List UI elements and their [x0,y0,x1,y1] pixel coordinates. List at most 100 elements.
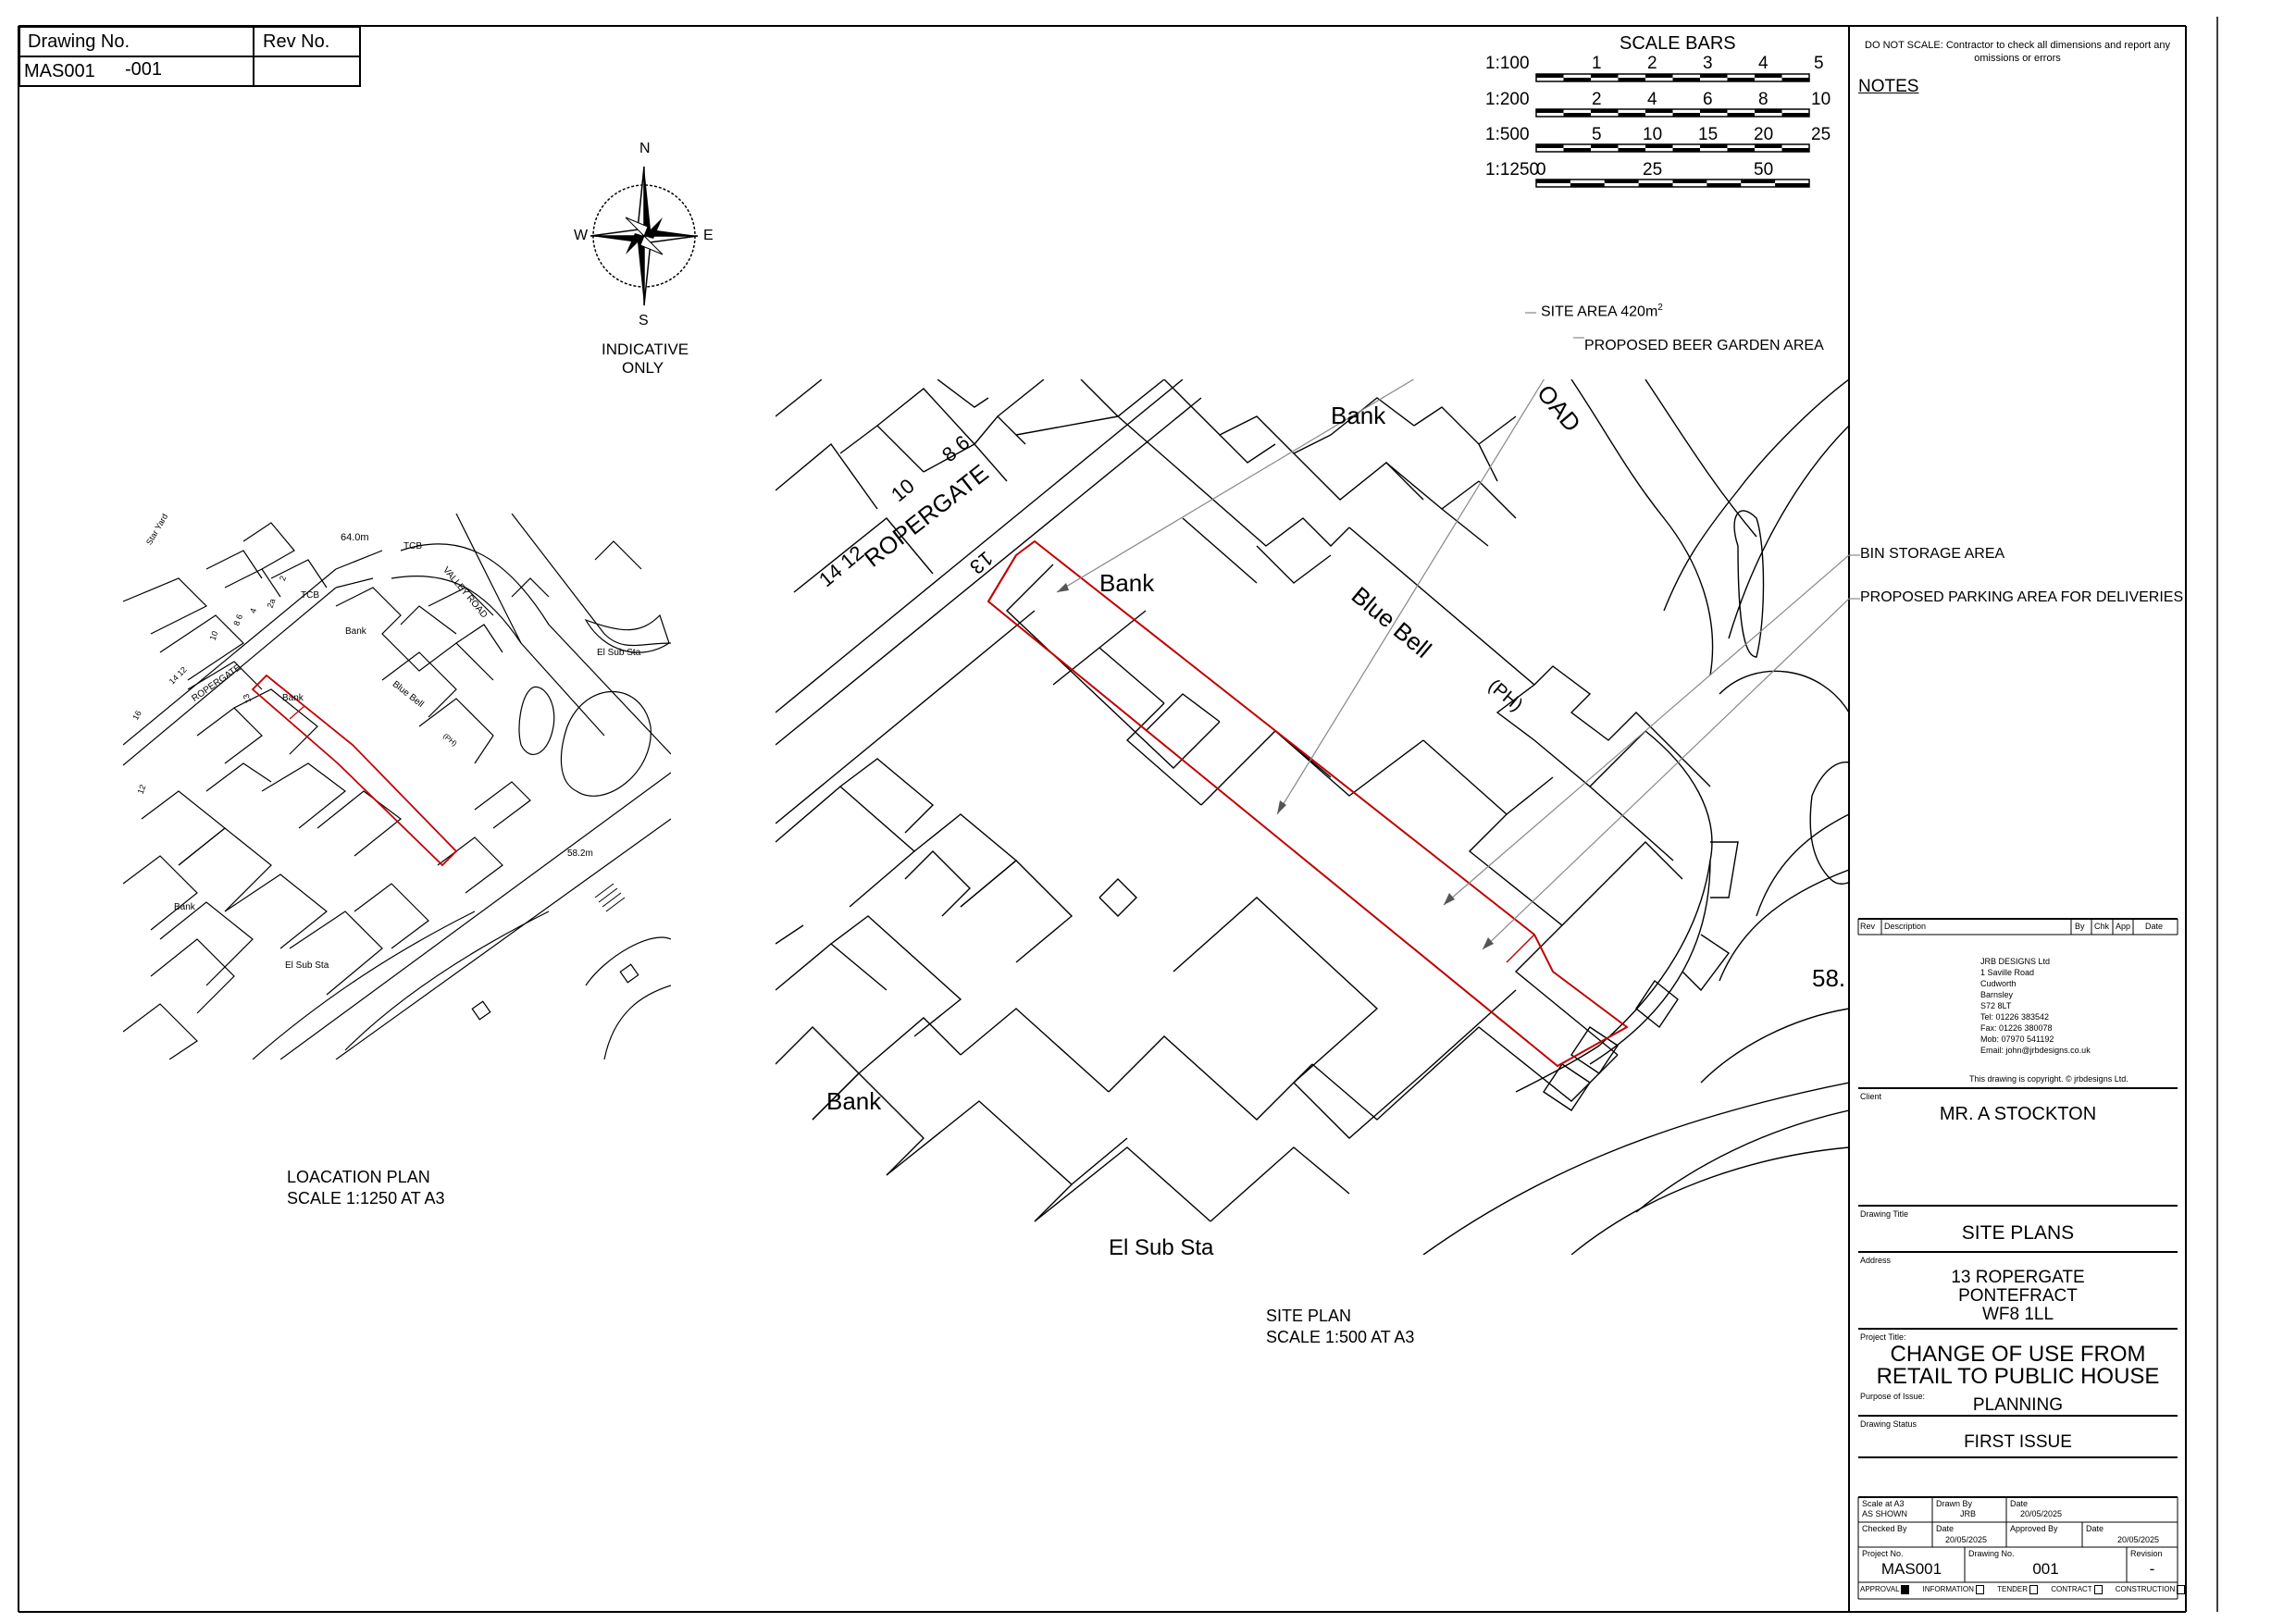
drawing-title-label: Drawing Title [1860,1209,1909,1219]
address-line2: PONTEFRACT [1958,1286,2078,1306]
checkbox-tender-icon[interactable] [2029,1585,2039,1594]
scale-bar-segment [1755,109,1782,113]
tick-2-5: 10 [1811,90,1831,109]
scale-bar-segment [1741,180,1776,183]
issue-tender-label: TENDER [1997,1585,2029,1594]
scale-row-1: 1:100 [1485,54,1530,73]
drawn-by-value: JRB [1960,1509,1977,1518]
tick-2-2: 4 [1647,90,1657,109]
checkbox-information-icon[interactable] [1976,1585,1985,1594]
scale-bars-graphics [1535,73,1810,188]
tick-3-4: 20 [1754,125,1774,144]
scale-bar-segment [1536,74,1564,78]
approved-by-label: Approved By [2010,1524,2058,1533]
date-value-2: 20/05/2025 [1945,1535,1988,1544]
loc-el-sub-sta-1: El Sub Sta [597,648,641,658]
issue-approval[interactable]: APPROVAL [1860,1585,1922,1594]
tick-2-4: 8 [1758,90,1769,109]
status-value: FIRST ISSUE [1964,1432,2072,1452]
status-label: Drawing Status [1860,1419,1917,1429]
scale-bar-segment [1618,113,1645,117]
compass-e: E [703,228,714,243]
scale-bar-segment [1591,109,1619,113]
callout-site-area-sup: 2 [1657,303,1663,313]
tick-4-1: 0 [1536,160,1546,180]
scale-bar-segment [1700,144,1728,148]
scale-bar-segment [1604,180,1639,183]
company-email: Email: john@jrbdesigns.co.uk [1980,1046,2091,1055]
scale-bar-segment [1536,144,1564,148]
tick-1-3: 3 [1703,54,1713,73]
issue-construction[interactable]: CONSTRUCTION [2116,1585,2186,1594]
company-address1: 1 Saville Road [1980,968,2035,977]
scale-bar-segment [1563,78,1591,81]
loc-level-64: 64.0m [341,532,369,543]
scale-bar-segment [1781,78,1809,81]
callout-beer-garden: PROPOSED BEER GARDEN AREA [1584,338,1824,353]
site-bank-mid: Bank [1099,569,1155,597]
project-title-label: Project Title: [1860,1332,1906,1342]
scale-bar-segment [1618,78,1645,81]
north-compass: N S E W INDICATIVE ONLY [574,139,722,379]
loc-level-58: 58.2m [567,849,593,859]
title-block: DO NOT SCALE: Contractor to check all di… [1849,26,2186,1612]
address-line3: WF8 1LL [1981,1305,2054,1324]
tick-2-3: 6 [1703,90,1713,109]
location-plan-caption-2: SCALE 1:1250 AT A3 [287,1189,445,1208]
location-plan-caption-1: LOACATION PLAN [287,1168,430,1186]
scale-bars: SCALE BARS 1:100 1:200 1:500 1:1250 1 2 … [1485,33,1837,200]
issue-contract[interactable]: CONTRACT [2051,1585,2116,1594]
title-block-grid [1857,918,2178,1600]
compass-s: S [639,313,649,328]
scale-bar-segment [1645,144,1673,148]
tick-4-2: 25 [1643,160,1663,180]
drawing-no-label-tb: Drawing No. [1968,1549,2015,1558]
issue-types: APPROVAL INFORMATION TENDER CONTRACT CON… [1860,1585,2186,1594]
scale-bar-segment [1645,74,1673,78]
project-title: CHANGE OF USE FROM RETAIL TO PUBLIC HOUS… [1858,1344,2178,1388]
compass-rose-icon [590,166,699,306]
date-label-1: Date [2010,1499,2029,1508]
checked-by-label: Checked By [1862,1524,1907,1533]
callout-parking: PROPOSED PARKING AREA FOR DELIVERIES [1860,589,2184,605]
tick-1-5: 5 [1814,54,1824,73]
rev-no-label: Rev No. [263,31,330,52]
scale-bar-segment [1727,113,1755,117]
scale-bar-segment [1672,78,1700,81]
tick-3-1: 5 [1592,125,1602,144]
issue-contract-label: CONTRACT [2051,1585,2092,1594]
purpose-value: PLANNING [1972,1395,2064,1415]
drawing-no-label: Drawing No. [28,31,130,52]
compass-note-line1: INDICATIVE [602,341,689,358]
copyright-note: This drawing is copyright. © jrbdesigns … [1969,1074,2128,1084]
rev-header-by: By [2075,922,2085,931]
tick-4-3: 50 [1754,160,1774,180]
issue-information[interactable]: INFORMATION [1922,1585,1997,1594]
site-bank-bottom: Bank [826,1087,882,1115]
scale-bar-segment [1591,144,1619,148]
location-plan-map: Star Yard 64.0m TCB TCB VALLEY ROAD El S… [123,514,671,1059]
address-line1: 13 ROPERGATE [1951,1268,2085,1287]
company-tel: Tel: 01226 383542 [1980,1012,2050,1022]
checkbox-approval-icon[interactable] [1901,1585,1910,1594]
address-label: Address [1860,1256,1892,1265]
tick-3-5: 25 [1811,125,1831,144]
project-title-line2: RETAIL TO PUBLIC HOUSE [1876,1364,2160,1389]
issue-tender[interactable]: TENDER [1997,1585,2051,1594]
date-value-1: 20/05/2025 [2020,1509,2063,1518]
drawing-title-value: SITE PLANS [1961,1222,2075,1244]
checkbox-construction-icon[interactable] [2177,1585,2186,1594]
scale-bars-title: SCALE BARS [1620,33,1736,54]
checkbox-contract-icon[interactable] [2093,1585,2103,1594]
drawn-by-label: Drawn By [1936,1499,1973,1508]
purpose-label: Purpose of Issue: [1860,1392,1926,1401]
scale-bar-segment [1638,183,1673,187]
address-block: 13 ROPERGATE PONTEFRACT WF8 1LL [1858,1269,2178,1324]
date-label-2: Date [1936,1524,1955,1533]
site-bank-top: Bank [1331,402,1386,429]
date-value-3: 20/05/2025 [2117,1535,2160,1544]
scale-bar-segment [1775,183,1809,187]
company-mob: Mob: 07970 541192 [1980,1035,2054,1044]
scale-bar-segment [1536,109,1564,113]
